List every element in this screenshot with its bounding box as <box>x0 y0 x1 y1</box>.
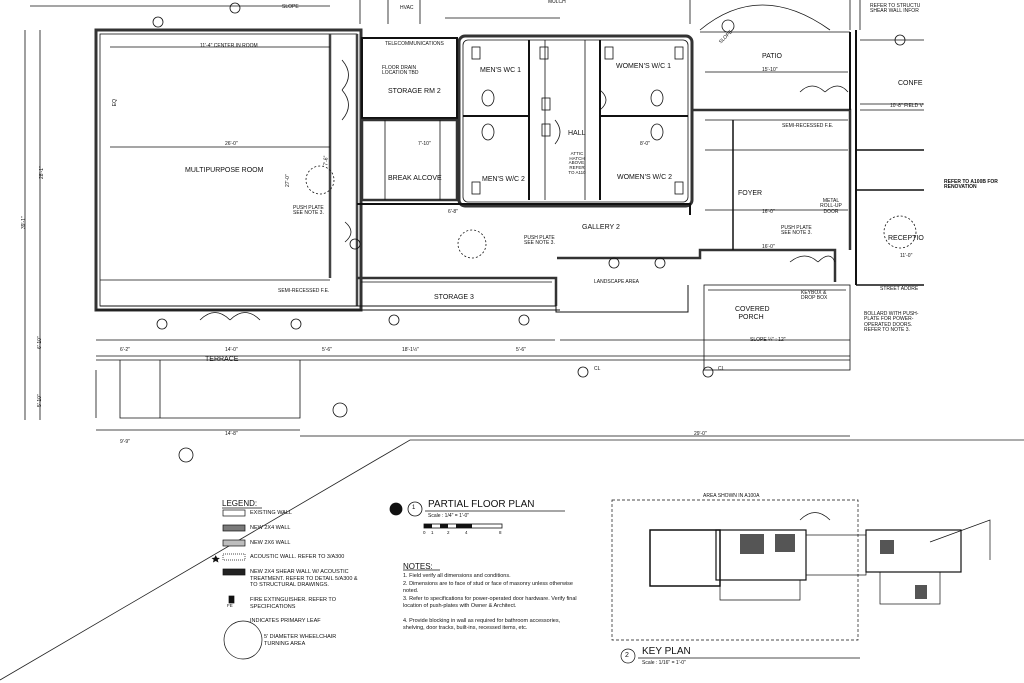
annotation-push-plate-3: PUSH PLATE SEE NOTE 3. <box>781 225 812 237</box>
title-key-plan: KEY PLAN <box>642 646 691 657</box>
annotation-attic-hatch: ATTIC HATCH ABOVE, REFER TO A110 <box>568 151 586 175</box>
dim-5-6-a: 5'-6" <box>322 347 332 353</box>
dim-16-0-a: 16'-0" <box>762 209 775 215</box>
dim-18-1: 18'-1½" <box>402 347 419 353</box>
title-key-scale: Scale : 1/16" = 1'-0" <box>642 660 686 666</box>
room-covered-porch: COVERED PORCH <box>735 306 770 321</box>
legend-fe-label: FE <box>227 603 233 608</box>
annotation-metal-rollup: METAL ROLL-UP DOOR <box>820 198 842 215</box>
annotation-refer-a100b: REFER TO A100B FOR RENOVATION <box>944 179 998 191</box>
annotation-cl-2: CL <box>718 366 725 372</box>
dim-15-10: 15'-10" <box>762 67 778 73</box>
annotation-semi-recessed-1: SEMI-RECESSED F.E. <box>278 288 330 294</box>
title-partial-floor-plan: PARTIAL FLOOR PLAN <box>428 499 535 510</box>
scale-tick-0: 0 <box>423 530 426 535</box>
room-multipurpose: MULTIPURPOSE ROOM <box>185 167 264 174</box>
dim-6-8: 6'-8" <box>448 209 458 215</box>
dim-9-8: 9'-9" <box>120 439 130 445</box>
annotation-slope-porch: SLOPE ¼" : 12" <box>750 337 786 343</box>
scale-tick-1: 1 <box>431 530 434 535</box>
note-1: 1. Field verify all dimensions and condi… <box>403 573 511 579</box>
legend-item-existing-wall: EXISTING WALL <box>250 510 292 516</box>
room-womens-wc-1: WOMEN'S W/C 1 <box>616 63 672 70</box>
title-partial-scale: Scale : 1/4" = 1'-0" <box>428 513 470 519</box>
room-mens-wc-1: MEN'S WC 1 <box>480 67 522 74</box>
legend-item-wheelchair-area: 5' DIAMETER WHEELCHAIR TURNING AREA <box>264 634 337 647</box>
annotation-landscape-area: LANDSCAPE AREA <box>594 279 640 285</box>
dim-7-6: 7'-6" <box>323 155 330 166</box>
dim-29-0: 29'-0" <box>694 431 707 437</box>
annotation-push-plate-1: PUSH PLATE SEE NOTE 3. <box>293 205 324 217</box>
room-storage-3: STORAGE 3 <box>434 294 474 301</box>
legend-item-2x6-wall: NEW 2X6 WALL <box>250 540 291 546</box>
room-mens-wc-2: MEN'S W/C 2 <box>482 176 525 183</box>
note-4: 4. Provide blocking in wall as required … <box>403 618 561 631</box>
room-womens-wc-2: WOMEN'S W/C 2 <box>617 174 673 181</box>
dim-11-0: 11'-0" <box>900 253 913 259</box>
dim-7-10: 7'-10" <box>418 141 431 147</box>
room-terrace: TERRACE <box>205 356 239 363</box>
annotation-floor-drain: FLOOR DRAIN LOCATION TBD <box>382 65 419 77</box>
annotation-slope-1: SLOPE <box>282 4 299 10</box>
room-foyer: FOYER <box>738 190 763 197</box>
dim-16-0-b: 16'-0" <box>762 244 775 250</box>
note-3: 3. Refer to specifications for power-ope… <box>403 596 577 609</box>
dim-28-1: 28'-1" <box>38 166 45 179</box>
annotation-refer-structural: REFER TO STRUCTU SHEAR WALL INFOR <box>870 3 921 15</box>
annotation-hvac: HVAC <box>400 5 414 11</box>
room-hall: HALL <box>568 130 586 137</box>
annotation-field-verify: 10'-8" FIELD V <box>890 103 924 109</box>
room-patio: PATIO <box>762 53 782 60</box>
legend-item-shear-wall: NEW 2X4 SHEAR WALL W/ ACOUSTIC TREATMENT… <box>250 569 358 589</box>
dim-14-8: 14'-8" <box>225 431 238 437</box>
scale-tick-8: 8 <box>499 530 502 535</box>
room-conference: CONFE <box>898 80 923 87</box>
annotation-street-address: STREET ADDRE <box>880 286 919 292</box>
annotation-push-plate-2: PUSH PLATE SEE NOTE 3. <box>524 235 555 247</box>
room-reception: RECEPTIO <box>888 235 924 242</box>
key-plan-area-label: AREA SHOWN IN A100A <box>703 493 760 499</box>
legend-item-2x4-wall: NEW 2X4 WALL <box>250 525 291 531</box>
annotation-center-in-room: 11'-4" CENTER IN ROOM <box>200 43 258 49</box>
dim-39-1: 39'-1" <box>20 216 27 229</box>
annotation-bollard: BOLLARD WITH PUSH-PLATE FOR POWER-OPERAT… <box>864 311 919 333</box>
legend-item-acoustic-wall: ACOUSTIC WALL. REFER TO 3/A300 <box>250 554 345 560</box>
notes-title: NOTES: <box>403 562 433 571</box>
dim-eq: EQ <box>111 99 118 107</box>
title-1-number: 1 <box>412 505 416 511</box>
dim-14-0: 14'-0" <box>225 347 238 353</box>
annotation-mulch: MULCH <box>548 0 566 5</box>
dim-26-0: 26'-0" <box>225 141 238 147</box>
annotation-telecom: TELECOMMUNICATIONS <box>385 41 444 47</box>
annotation-cl-1: CL <box>594 366 601 372</box>
room-gallery-2: GALLERY 2 <box>582 224 620 231</box>
annotation-semi-recessed-2: SEMI-RECESSED F.E. <box>782 123 834 129</box>
legend-item-fire-extinguisher: FIRE EXTINGUISHER. REFER TO SPECIFICATIO… <box>250 597 336 610</box>
dim-8-0: 8'-0" <box>640 141 650 147</box>
legend-title: LEGEND: <box>222 499 258 508</box>
title-2-number: 2 <box>625 652 629 659</box>
scale-tick-2: 2 <box>447 530 450 535</box>
dim-5-10: 5'-10" <box>36 394 43 407</box>
dim-27-0: 27'-0" <box>284 174 291 187</box>
scale-tick-4: 4 <box>465 530 468 535</box>
annotation-keybox: KEYBOX & DROP BOX <box>801 290 828 302</box>
room-break-alcove: BREAK ALCOVE <box>388 175 442 182</box>
room-storage-2: STORAGE RM 2 <box>388 88 441 95</box>
dim-6-10: 6'-10" <box>36 336 43 349</box>
legend-item-primary-leaf: INDICATES PRIMARY LEAF <box>250 618 321 624</box>
dim-5-6-b: 5'-6" <box>516 347 526 353</box>
dim-6-2: 6'-2" <box>120 347 130 353</box>
note-2: 2. Dimensions are to face of stud or fac… <box>403 581 573 594</box>
